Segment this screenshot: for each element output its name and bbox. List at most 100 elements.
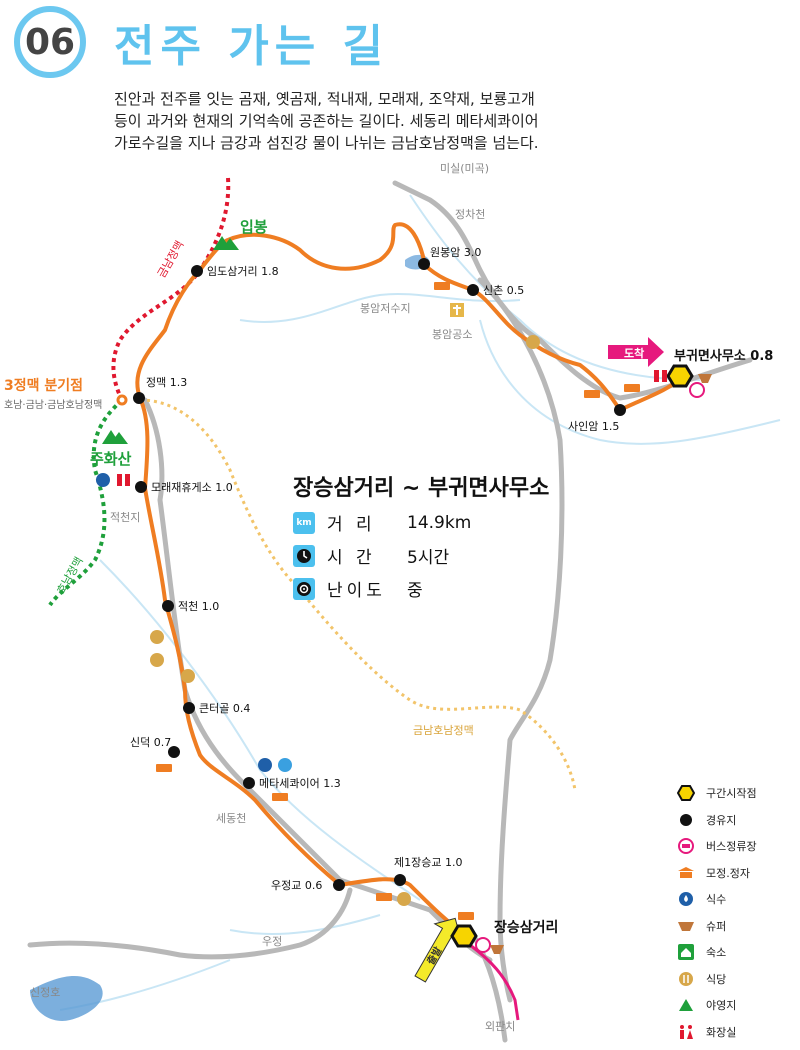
place-label: 외판치 [485,1020,515,1033]
waypoint-label: 신덕 0.7 [130,736,171,749]
difficulty-label: 난이도 [327,581,386,601]
legend-label: 슈퍼 [706,919,727,933]
waypoint-marker [333,879,345,891]
lodging-icon [676,942,696,962]
bus-stop-icon [475,937,491,953]
legend-label: 화장실 [706,1025,737,1039]
difficulty-icon [293,577,315,600]
water-icon [96,473,110,487]
waypoint-marker [467,284,479,296]
restaurant-icon [181,669,195,683]
legend-label: 경유지 [706,813,737,827]
start-hexagon-icon [450,924,478,948]
waypoint-label: 원봉암 3.0 [430,246,481,259]
place-label: 적천지 [110,510,140,524]
map-legend: 구간시작점 경유지 버스정류장 모정.정자 식수 슈퍼 숙소 식당 야영지 화장… [676,780,757,1045]
section-number-badge: 06 [14,6,86,78]
pavilion-icon [272,793,288,801]
start-point-label: 장승삼거리 [494,919,558,936]
pavilion-icon [676,863,696,883]
restaurant-icon [150,653,164,667]
peak-label: 주화산 [90,450,132,468]
geumnam-ridge-line [111,177,231,401]
place-label: 정차천 [455,207,485,221]
sinjeong-lake [30,975,103,1021]
waypoint-label: 정맥 1.3 [146,376,187,389]
restroom-icon [125,474,130,486]
waypoint-label: 우정교 0.6 [271,879,322,892]
distance-value: 14.9km [407,512,472,533]
legend-item: 경유지 [676,807,757,834]
legend-item: 슈퍼 [676,913,757,940]
legend-item: 버스정류장 [676,833,757,860]
restaurant-icon [676,969,696,989]
time-row: 시 간 5시간 [293,543,549,568]
route-info-title: 장승삼거리 ~ 부귀면사무소 [293,476,550,501]
main-road [477,277,565,1003]
description-line: 등이 과거와 현재의 기억속에 공존하는 길이다. 세동리 메타세콰이어 [114,112,539,130]
page-title: 전주 가는 길 [114,21,390,72]
waypoint-label: 임도삼거리 1.8 [207,265,279,278]
ridge-junction-marker [116,394,128,406]
waypoint-label: 사인암 1.5 [568,420,619,433]
water-icon [676,889,696,909]
km-icon: km [293,511,315,534]
end-arrow: 도착 [608,337,664,367]
waypoint-marker [133,392,145,404]
place-label: 봉암저수지 [360,302,411,315]
legend-label: 식수 [706,893,727,907]
legend-label: 숙소 [706,946,727,960]
description-line: 가로수길을 지나 금강과 섬진강 물이 나뉘는 금남호남정맥을 넘는다. [114,134,539,152]
waypoint-dots [133,258,626,891]
restaurant-icon [397,892,411,906]
start-arrow: 출발 [414,917,462,983]
pavilion-icon [434,282,450,290]
difficulty-row: 난이도 중 [293,576,549,601]
legend-item: 모정.정자 [676,860,757,887]
legend-label: 야영지 [706,999,737,1013]
hexagon-start-icon [676,783,696,803]
legend-item: 야영지 [676,992,757,1019]
waypoint-marker [394,874,406,886]
waypoint-label: 메타세콰이어 1.3 [259,777,341,790]
time-label: 시 간 [327,548,376,568]
waypoint-marker [614,404,626,416]
ridge-label: 금남호남정맥 [413,724,474,737]
restroom-icons [117,370,667,486]
restroom-icon [117,474,122,486]
water-icon [258,758,272,772]
place-label: 세동천 [216,811,246,825]
legend-label: 버스정류장 [706,840,757,854]
waypoint-marker [183,702,195,714]
church-icon [450,303,464,317]
route-description: 진안과 전주를 잇는 곰재, 옛곰재, 적내재, 모래재, 조약재, 보룡고개 … [114,88,674,154]
store-icon [676,916,696,936]
end-point-label: 부귀면사무소 0.8 [674,348,773,364]
end-arrow-label: 도착 [624,346,644,360]
restaurant-icon [526,335,540,349]
waypoint-label: 제1장승교 1.0 [394,856,462,869]
stream-line [479,319,781,445]
place-label: 우정 [262,935,282,948]
waypoint-labels: 임도삼거리 1.8 원봉암 3.0 신촌 0.5 사인암 1.5 정맥 1.3 … [130,246,619,892]
waypoint-label: 신촌 0.5 [483,284,524,297]
stream-line [409,194,701,381]
bus-stop-icon [676,836,696,856]
side-road [27,887,353,960]
junction-sublabel: 호남·금남·금남호남정맥 [4,399,102,411]
restroom-icon [662,370,667,382]
section-number: 06 [24,21,76,63]
legend-item: 구간시작점 [676,780,757,807]
honam-ridge-line [48,398,124,607]
legend-item: 숙소 [676,939,757,966]
waypoint-marker [168,746,180,758]
geumnam-honam-ridge-line [139,398,577,791]
description-line: 진안과 전주를 잇는 곰재, 옛곰재, 적내재, 모래재, 조약재, 보룡고개 [114,90,535,108]
distance-row: km 거 리 14.9km [293,510,549,535]
waypoint-marker [418,258,430,270]
restaurant-icons [150,335,540,906]
stream-line [99,559,421,901]
main-road [392,180,753,401]
stream-line [239,292,521,324]
